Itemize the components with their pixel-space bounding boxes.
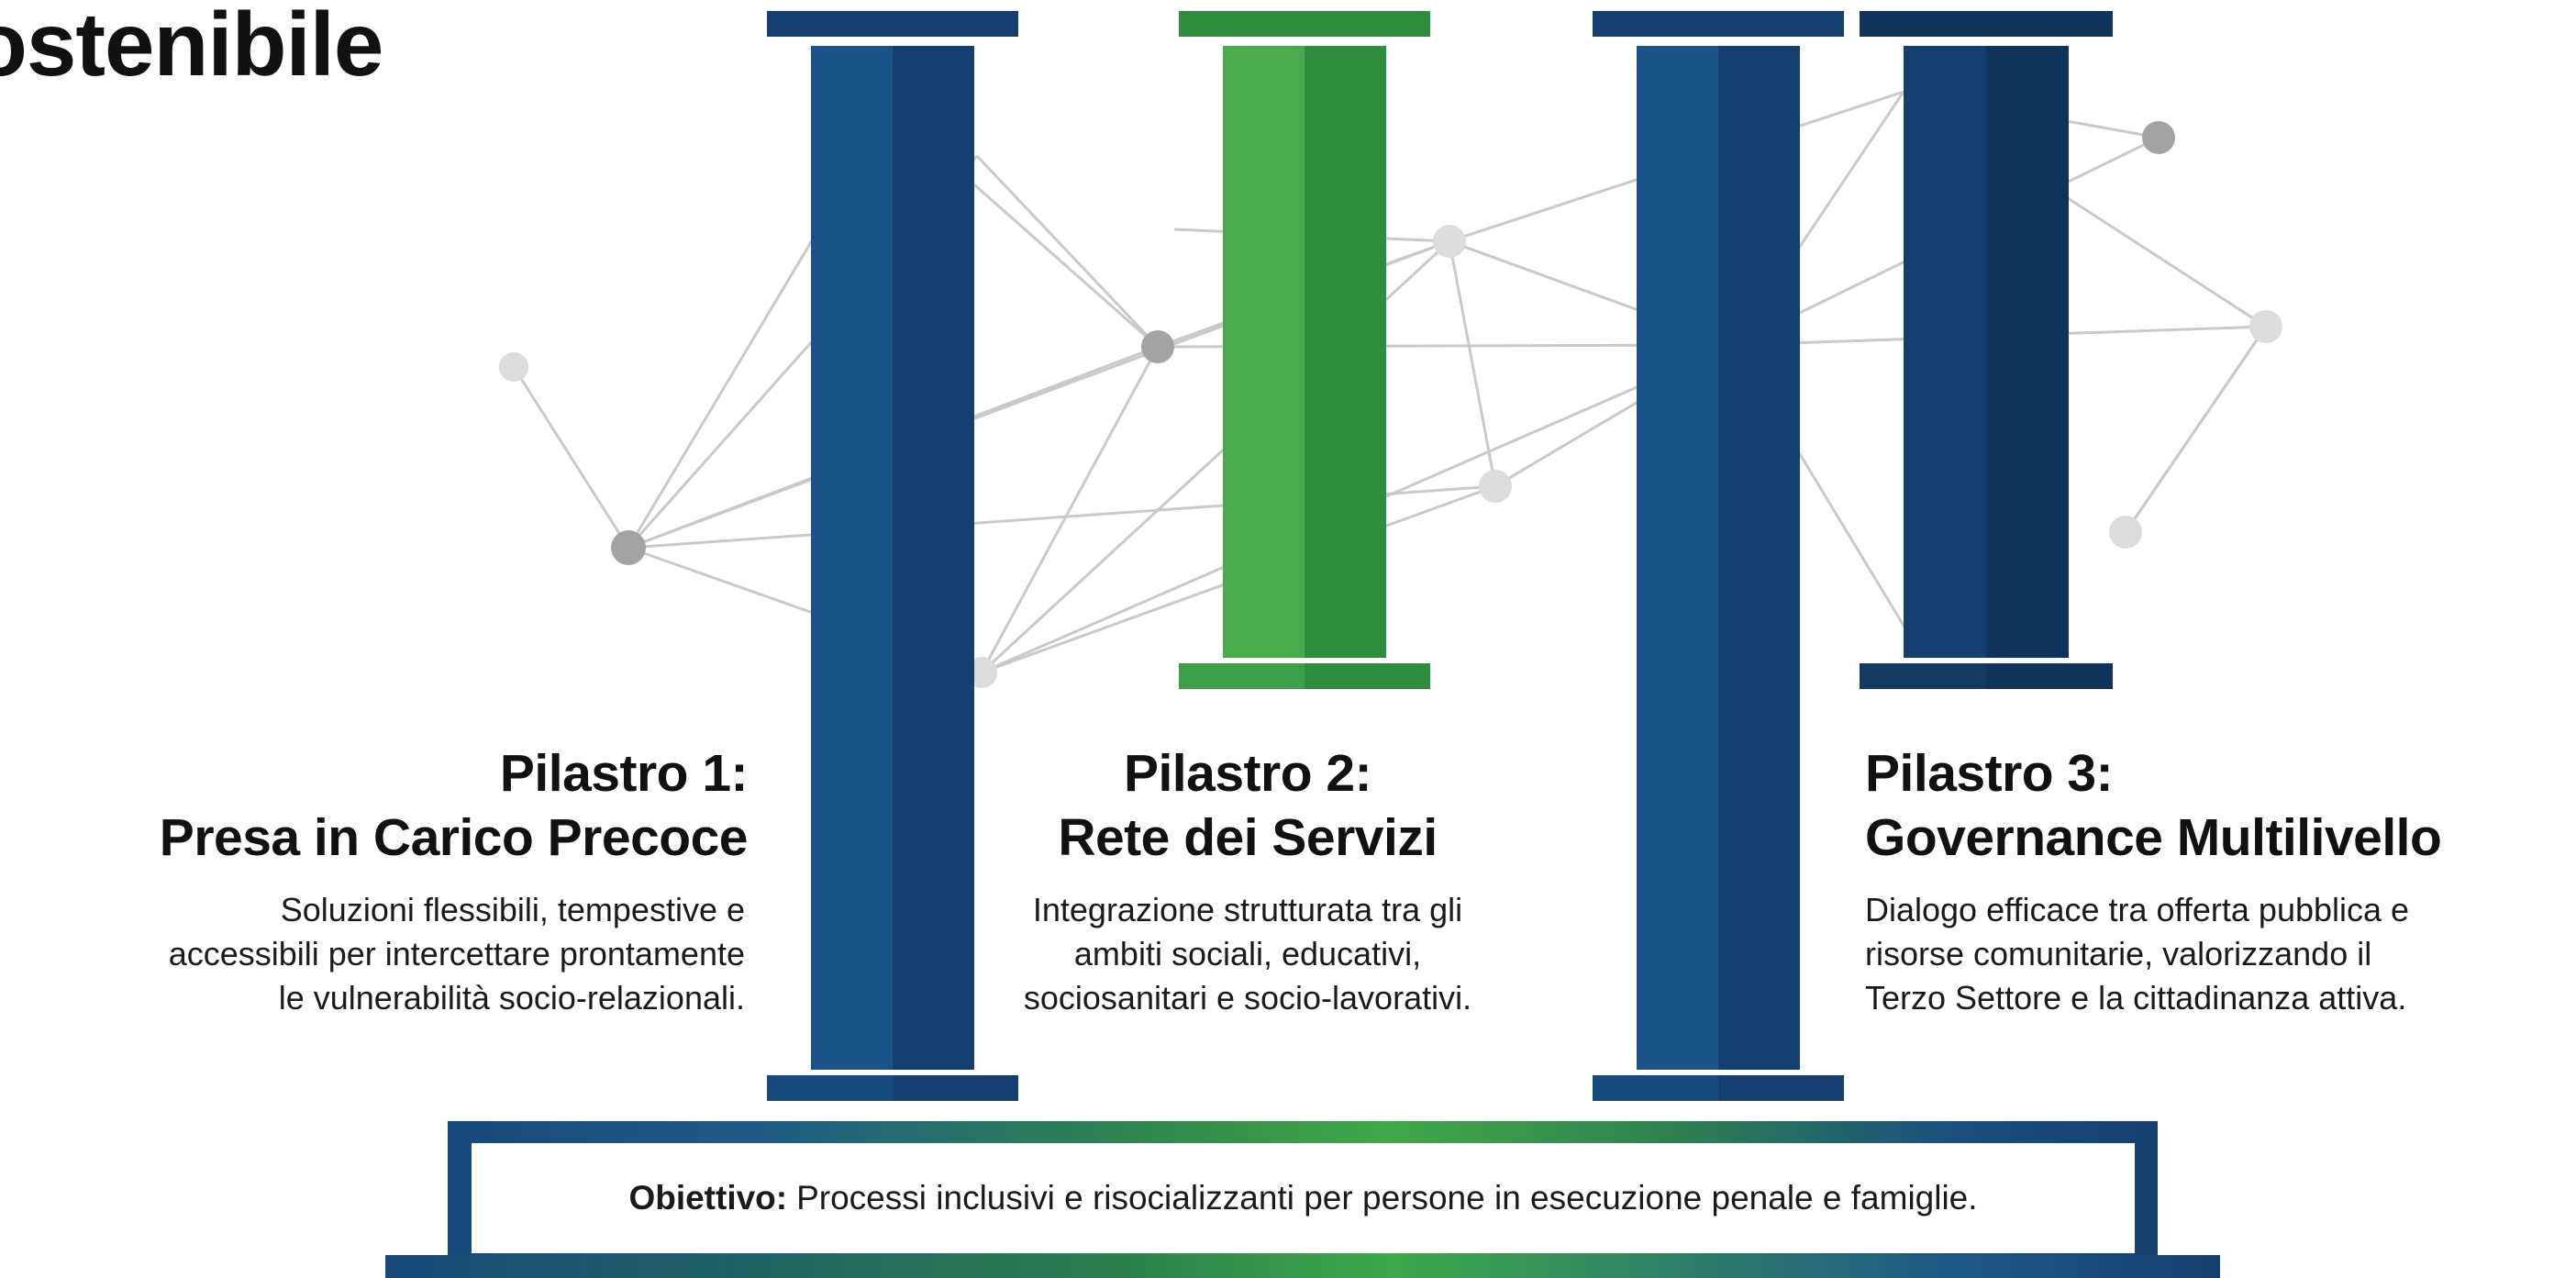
pillar-1-description: Soluzioni flessibili, tempestive e acces… (0, 888, 745, 1020)
column-capital (1593, 11, 1844, 37)
column-capital (767, 11, 1018, 37)
pillar-2-column (1179, 11, 1430, 689)
network-node (499, 352, 528, 382)
network-node (2109, 516, 2142, 549)
network-node (2249, 310, 2282, 343)
pillar-3-heading: Pilastro 3: (1865, 744, 2114, 803)
pillar-2-heading: Pilastro 2: (1123, 744, 1372, 803)
network-node (611, 530, 646, 565)
pillar-3-desc-line: risorse comunitarie, valorizzando il (1865, 935, 2372, 972)
pillar-1-desc-line: accessibili per intercettare prontamente (168, 935, 745, 972)
column-base-highlight (767, 1075, 893, 1101)
network-edge (975, 154, 1160, 349)
column-capital (1179, 11, 1430, 37)
column-shaft-light (1223, 46, 1305, 658)
column-base-highlight (1179, 663, 1305, 689)
pillar-3-desc-line: Terzo Settore e la cittadinanza attiva. (1865, 979, 2407, 1017)
objective-label: Obiettivo: (628, 1179, 788, 1217)
pillar-3-column (1593, 11, 1844, 1101)
column-shaft-dark (1305, 46, 1386, 658)
network-node (2142, 121, 2175, 154)
pillar-3-name: Governance Multilivello (1865, 808, 2442, 867)
network-edge (1448, 240, 1497, 487)
pillar-3-description: Dialogo efficace tra offerta pubblica e … (1865, 888, 2571, 1020)
column-shaft-light (811, 46, 893, 1070)
pillar-1-name: Presa in Carico Precoce (159, 808, 749, 867)
objective-description: Processi inclusivi e risocializzanti per… (796, 1179, 1978, 1217)
column-shaft-dark (1986, 46, 2069, 658)
column-capital (1860, 11, 2113, 37)
pillar-1-desc-line: Soluzioni flessibili, tempestive e (280, 891, 745, 928)
pillar-1-column (767, 11, 1018, 1101)
objective-text: Obiettivo: Processi inclusivi e risocial… (472, 1143, 2135, 1253)
pillar-2-name: Rete dei Servizi (1058, 808, 1438, 867)
pillar-2-title: Pilastro 2: Rete dei Servizi (972, 741, 1523, 870)
pillar-1-desc-line: le vulnerabilità socio-relazionali. (278, 979, 745, 1017)
column-shaft-light (1637, 46, 1718, 1070)
network-node (1479, 470, 1512, 503)
objective-base-panel (472, 1143, 2135, 1253)
pillar-2-desc-line: sociosanitari e socio-lavorativi. (1023, 979, 1472, 1017)
network-node (1141, 330, 1174, 363)
page-title: ostenibile (0, 0, 383, 94)
network-edge (2124, 326, 2268, 533)
pillar-1-title: Pilastro 1: Presa in Carico Precoce (55, 741, 749, 870)
pillar-2-description: Integrazione strutturata tra gli ambiti … (972, 888, 1523, 1020)
columns-group (767, 11, 2113, 1101)
pillar-2-desc-line: Integrazione strutturata tra gli (1032, 891, 1463, 928)
network-node (1433, 225, 1466, 258)
network-edge (980, 346, 1160, 673)
pillar-3-desc-line: Dialogo efficace tra offerta pubblica e (1865, 891, 2410, 928)
pillar-3-title: Pilastro 3: Governance Multilivello (1865, 741, 2562, 870)
network-edge (512, 366, 630, 549)
column-base-highlight (1860, 663, 1986, 689)
column-shaft-dark (1718, 46, 1800, 1070)
pillar-4-column (1860, 11, 2113, 689)
pillar-2-desc-line: ambiti sociali, educativi, (1073, 935, 1422, 972)
foundation-bar (385, 1255, 2220, 1278)
column-shaft-light (1904, 46, 1986, 658)
pillar-1-heading: Pilastro 1: (499, 744, 749, 803)
column-shaft-dark (893, 46, 974, 1070)
column-base-highlight (1593, 1075, 1718, 1101)
